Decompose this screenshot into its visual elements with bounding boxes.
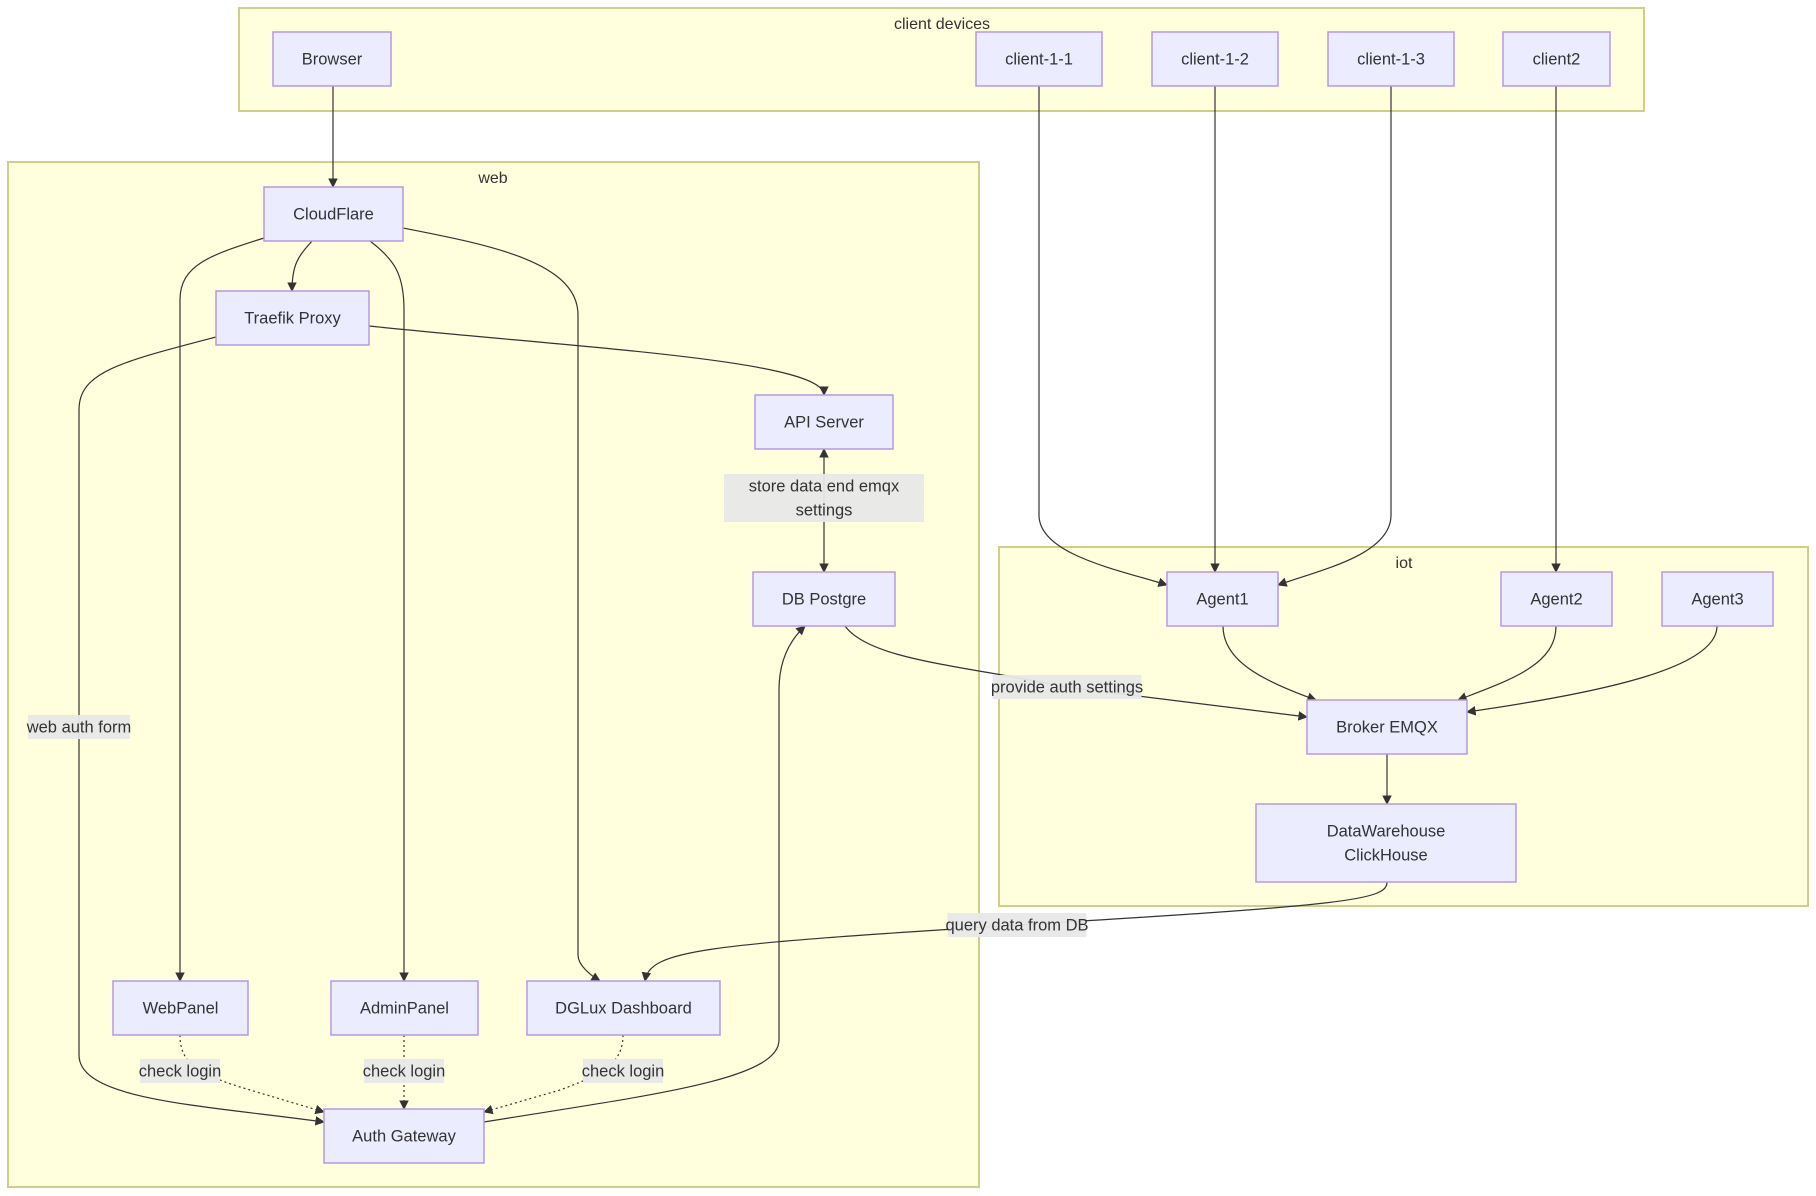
node-box[interactable]	[330, 980, 479, 1036]
node-box[interactable]	[1166, 571, 1279, 627]
edge-agent2-to-broker	[1457, 625, 1557, 702]
edge-cloudflare-to-dglux	[402, 227, 601, 982]
cluster-label: client devices	[894, 16, 990, 33]
node-label: DB Postgre	[782, 590, 866, 608]
node-box[interactable]	[215, 290, 370, 346]
edge-label-background	[724, 474, 924, 522]
node-agent1[interactable]: Agent1	[1166, 571, 1279, 627]
edge-label-text: check login	[139, 1062, 222, 1080]
node-label: AdminPanel	[360, 999, 449, 1017]
node-label: Auth Gateway	[352, 1127, 456, 1145]
edge-label: check login	[582, 1059, 665, 1083]
edge-label-text: query data from DB	[945, 916, 1088, 934]
node-box[interactable]	[263, 186, 404, 242]
node-box[interactable]	[272, 31, 392, 87]
edge-cloudflare-to-adminpanel	[369, 240, 409, 982]
edge-label-background	[583, 1059, 663, 1083]
node-box[interactable]	[1306, 699, 1468, 755]
edge-client11-to-agent1	[1038, 86, 1168, 587]
node-box[interactable]	[754, 394, 894, 450]
node-label: Agent2	[1530, 590, 1582, 608]
edge-webpanel-to-auth	[179, 1034, 325, 1115]
edge-label: provide auth settings	[991, 675, 1143, 699]
edge-agent1-to-broker	[1222, 625, 1317, 702]
node-box[interactable]	[526, 980, 721, 1036]
edge-agent3-to-broker	[1466, 625, 1718, 716]
node-dglux[interactable]: DGLux Dashboard	[526, 980, 721, 1036]
node-box[interactable]	[112, 980, 249, 1036]
node-webpanel[interactable]: WebPanel	[112, 980, 249, 1036]
node-label: Agent1	[1196, 590, 1248, 608]
edge-label: query data from DB	[945, 913, 1089, 937]
node-client11[interactable]: client-1-1	[975, 31, 1103, 87]
node-label: client-1-2	[1181, 50, 1249, 68]
edge-label-background	[140, 1059, 220, 1083]
edge-cloudflare-to-webpanel	[175, 237, 265, 982]
node-label: WebPanel	[143, 999, 219, 1017]
cluster-label: web	[477, 170, 507, 187]
node-agent3[interactable]: Agent3	[1661, 571, 1774, 627]
node-label: DataWarehouse	[1327, 822, 1446, 840]
node-label: API Server	[784, 413, 864, 431]
node-box[interactable]	[1502, 31, 1611, 87]
node-label: client2	[1533, 50, 1581, 68]
edge-auth-to-db	[483, 625, 806, 1123]
edge-label: check login	[363, 1059, 446, 1083]
node-label: Browser	[302, 50, 363, 68]
node-agent2[interactable]: Agent2	[1500, 571, 1613, 627]
edge-label-text: web auth form	[26, 718, 132, 736]
edge-traefik-to-auth	[78, 336, 325, 1126]
cluster-label: iot	[1396, 555, 1413, 572]
node-adminpanel[interactable]: AdminPanel	[330, 980, 479, 1036]
node-auth[interactable]: Auth Gateway	[323, 1108, 485, 1164]
edge-label-text: check login	[363, 1062, 446, 1080]
edge-label: web auth form	[26, 715, 132, 739]
edge-label: store data end emqx settings	[724, 474, 924, 522]
edge-label-text: check login	[582, 1062, 665, 1080]
node-box[interactable]	[1661, 571, 1774, 627]
edge-client13-to-agent1	[1277, 86, 1392, 587]
edge-label-background	[947, 913, 1087, 937]
node-box[interactable]	[1327, 31, 1455, 87]
node-browser[interactable]: Browser	[272, 31, 392, 87]
node-broker[interactable]: Broker EMQX	[1306, 699, 1468, 755]
edge-traefik-to-api	[368, 325, 829, 396]
node-label: client-1-3	[1357, 50, 1425, 68]
edge-label-background	[28, 715, 130, 739]
node-label: ClickHouse	[1344, 846, 1427, 864]
node-api[interactable]: API Server	[754, 394, 894, 450]
edge-cloudflare-to-traefik	[287, 240, 313, 292]
node-box[interactable]	[1255, 803, 1517, 883]
node-box[interactable]	[1500, 571, 1613, 627]
edge-label-background	[364, 1059, 444, 1083]
edge-label-text: settings	[796, 501, 853, 519]
node-label: Agent3	[1691, 590, 1743, 608]
node-label: CloudFlare	[293, 205, 374, 223]
node-label: Traefik Proxy	[244, 309, 341, 327]
node-box[interactable]	[1151, 31, 1279, 87]
node-box[interactable]	[752, 571, 896, 627]
node-label: client-1-1	[1005, 50, 1073, 68]
node-box[interactable]	[975, 31, 1103, 87]
node-cloudflare[interactable]: CloudFlare	[263, 186, 404, 242]
node-traefik[interactable]: Traefik Proxy	[215, 290, 370, 346]
node-client12[interactable]: client-1-2	[1151, 31, 1279, 87]
node-label: DGLux Dashboard	[555, 999, 692, 1017]
edge-label: check login	[139, 1059, 222, 1083]
node-client2[interactable]: client2	[1502, 31, 1611, 87]
node-client13[interactable]: client-1-3	[1327, 31, 1455, 87]
edge-label-text: provide auth settings	[991, 678, 1143, 696]
node-box[interactable]	[323, 1108, 485, 1164]
edge-label-background	[992, 675, 1142, 699]
node-db[interactable]: DB Postgre	[752, 571, 896, 627]
node-label: Broker EMQX	[1336, 718, 1438, 736]
edge-label-text: store data end emqx	[749, 477, 900, 495]
